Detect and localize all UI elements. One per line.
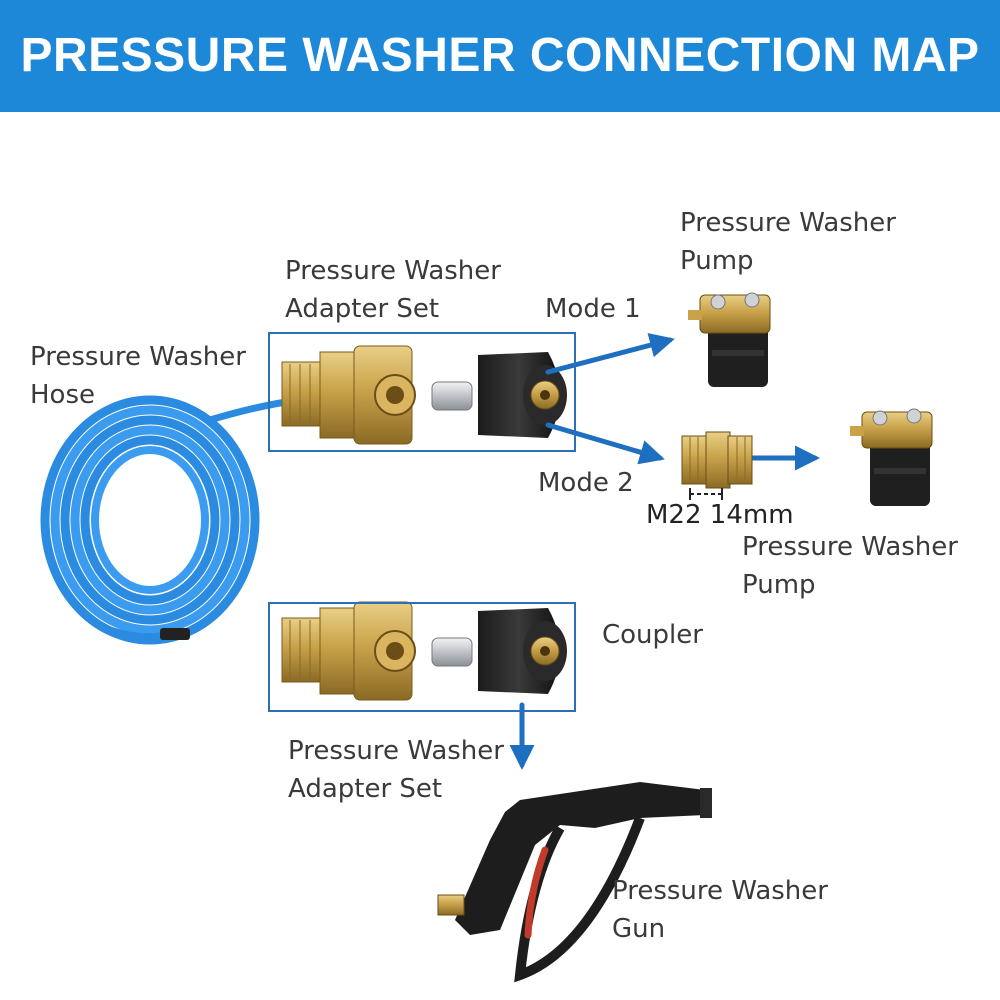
m22-swivel-plug-image — [431, 608, 567, 694]
adapter-set-frame-top — [268, 332, 576, 452]
hose-label-line-1: Pressure Washer — [30, 342, 246, 372]
mode-arrows — [509, 332, 820, 770]
pump-label-bottom-line-1: Pressure Washer — [742, 532, 958, 562]
gun-label-line-1: Pressure Washer — [612, 876, 828, 906]
pump-label-bottom-line-2: Pump — [742, 570, 816, 600]
adapter-set-label-bottom: Pressure Washer Adapter Set — [288, 732, 504, 808]
pump-image — [850, 408, 933, 506]
adapter-set-label-top-line-1: Pressure Washer — [285, 256, 501, 286]
hose-label-line-2: Hose — [30, 380, 95, 410]
adapter-set-label-top: Pressure Washer Adapter Set — [285, 252, 501, 328]
adapter-set-label-bottom-line-1: Pressure Washer — [288, 736, 504, 766]
pump-image — [688, 292, 771, 387]
hose-coil-image — [40, 393, 324, 645]
thread-size-label: M22 14mm — [646, 500, 794, 530]
title-banner: PRESSURE WASHER CONNECTION MAP — [0, 0, 1000, 112]
mode-2-label: Mode 2 — [538, 468, 634, 498]
mode-1-label: Mode 1 — [545, 294, 641, 324]
gun-label-line-2: Gun — [612, 914, 666, 944]
pump-label-top-line-1: Pressure Washer — [680, 208, 896, 238]
page-title: PRESSURE WASHER CONNECTION MAP — [20, 29, 980, 82]
hose-label: Pressure Washer Hose — [30, 338, 246, 414]
pump-label-bottom: Pressure Washer Pump — [742, 528, 958, 604]
spray-gun-image — [437, 782, 712, 983]
adapter-set-label-bottom-line-2: Adapter Set — [288, 774, 443, 804]
pump-label-top: Pressure Washer Pump — [680, 204, 896, 280]
quick-connect-coupler-image — [281, 345, 416, 445]
adapter-set-label-top-line-2: Adapter Set — [285, 294, 440, 324]
m22-brass-fitting-image — [681, 431, 753, 500]
gun-label: Pressure Washer Gun — [612, 872, 828, 948]
m22-swivel-plug-image — [431, 352, 567, 438]
coupler-label: Coupler — [602, 620, 703, 650]
quick-connect-coupler-image — [281, 601, 416, 701]
adapter-set-frame-bottom — [268, 602, 576, 712]
pump-label-top-line-2: Pump — [680, 246, 754, 276]
